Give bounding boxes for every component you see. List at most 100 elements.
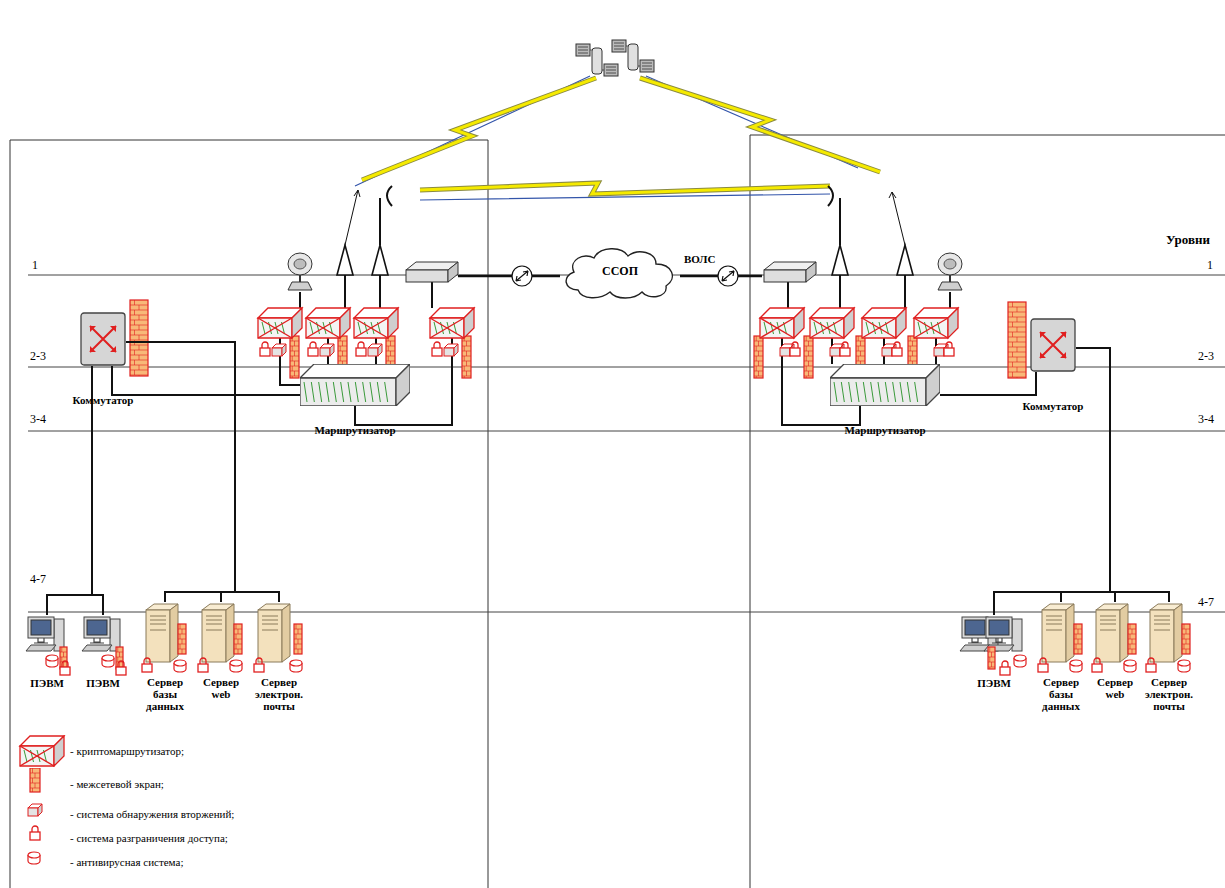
node-label: Сервер электрон. почты	[1142, 676, 1196, 712]
firewall-icon	[1128, 624, 1136, 654]
crypto-router-icon	[760, 308, 804, 338]
antivirus-icon	[1124, 660, 1136, 666]
access-control-icon	[254, 658, 264, 672]
firewall-icon	[30, 768, 40, 792]
node-label: Маршрутизатор	[314, 424, 395, 436]
modem-icon	[406, 262, 458, 282]
firewall-icon	[1128, 624, 1136, 654]
firewall-icon	[30, 768, 40, 792]
crypto-router-icon	[760, 318, 794, 338]
server-icon	[262, 616, 278, 630]
access-control-icon	[1094, 658, 1100, 664]
firewall-icon	[234, 624, 242, 654]
firewall-icon	[294, 624, 302, 654]
pc-icon	[31, 620, 51, 635]
crypto-router-icon	[20, 746, 54, 766]
intrusion-detection-icon	[28, 808, 38, 816]
server-icon	[1046, 616, 1062, 630]
network-link	[126, 342, 235, 602]
access-control-icon	[1038, 664, 1048, 672]
access-control-icon	[432, 348, 442, 356]
access-control-icon	[32, 826, 38, 832]
access-control-icon	[1002, 661, 1008, 667]
access-control-icon	[840, 342, 850, 356]
label-holder: Маршрутизатор	[844, 424, 925, 436]
satellite-dish-icon	[938, 282, 962, 290]
firewall-icon	[116, 647, 123, 669]
pc-node-icon	[958, 615, 1030, 677]
access-control-icon	[356, 342, 366, 356]
switch-icon	[1031, 319, 1075, 371]
access-control-icon	[892, 348, 902, 356]
crypto-router-icon	[914, 318, 948, 338]
intrusion-detection-icon	[882, 348, 892, 356]
switch-icon	[90, 326, 116, 352]
crypto-router-icon	[862, 318, 896, 338]
access-control-icon	[1146, 664, 1156, 672]
antivirus-icon	[46, 655, 58, 661]
firewall-icon	[234, 624, 242, 654]
node-label: Сервер web	[1088, 676, 1142, 700]
antivirus-icon	[1178, 660, 1190, 666]
access-control-icon	[260, 342, 270, 356]
crypto-router-icon	[810, 318, 844, 338]
intrusion-detection-icon	[28, 804, 42, 816]
antivirus-icon	[1178, 660, 1190, 672]
server-node-icon	[1142, 602, 1196, 676]
server-icon	[1120, 604, 1128, 662]
firewall-icon	[804, 336, 813, 378]
firewall-icon	[60, 647, 67, 669]
access-control-icon	[1038, 658, 1048, 672]
access-control-icon	[144, 658, 150, 664]
node-label: Сервер базы данных	[138, 676, 192, 712]
level-number: 3-4	[30, 412, 46, 427]
antenna-icon	[832, 245, 848, 275]
link-label: ВОЛС	[684, 253, 716, 265]
firewall-icon	[290, 336, 299, 378]
crypto-router-icon	[914, 308, 958, 338]
server-icon	[1150, 610, 1174, 662]
antivirus-icon	[1124, 660, 1136, 672]
crypto-router-icon	[54, 736, 64, 766]
level-line	[28, 275, 1225, 612]
network-link	[994, 348, 1110, 615]
antivirus-icon	[1070, 660, 1082, 666]
pc-icon	[28, 617, 54, 638]
intrusion-detection-icon	[934, 348, 944, 356]
satellite-icon	[628, 44, 638, 70]
satellite-dish-icon	[288, 253, 312, 275]
router-icon	[830, 364, 940, 406]
server-icon	[1066, 604, 1074, 662]
level-number: 4-7	[1198, 595, 1214, 610]
legend-text: - антивирусная система;	[70, 856, 183, 868]
optical-coupler-icon	[512, 266, 532, 286]
access-control-icon	[198, 664, 208, 672]
crypto-router-icon	[430, 318, 464, 338]
crypto-router-icon	[810, 308, 854, 338]
access-control-icon	[358, 342, 364, 348]
switch-icon	[1040, 332, 1066, 358]
satellite-dish-icon	[288, 253, 312, 290]
firewall-icon	[462, 336, 471, 378]
node-label: Сервер базы данных	[1034, 676, 1088, 712]
node-label: Коммутатор	[1023, 400, 1084, 412]
pc-icon	[34, 638, 48, 643]
access-control-icon	[356, 348, 366, 356]
switch-node-icon	[80, 312, 126, 366]
access-control-icon	[790, 342, 800, 356]
access-control-icon	[142, 664, 152, 672]
antivirus-icon	[28, 852, 40, 864]
access-control-icon	[790, 348, 800, 356]
firewall-icon	[130, 300, 148, 376]
server-icon	[146, 610, 170, 662]
satellite-dish-icon	[938, 253, 962, 290]
crypto-router-icon	[948, 308, 958, 338]
pc-node-icon	[22, 615, 72, 677]
crypto-router-icon	[20, 736, 64, 766]
directional-antenna	[380, 186, 840, 245]
crypto-router-icon	[430, 318, 464, 338]
crypto-router-icon	[20, 746, 54, 766]
optical-coupler-icon	[718, 266, 738, 286]
server-icon	[170, 604, 178, 662]
access-control-icon	[262, 342, 268, 348]
